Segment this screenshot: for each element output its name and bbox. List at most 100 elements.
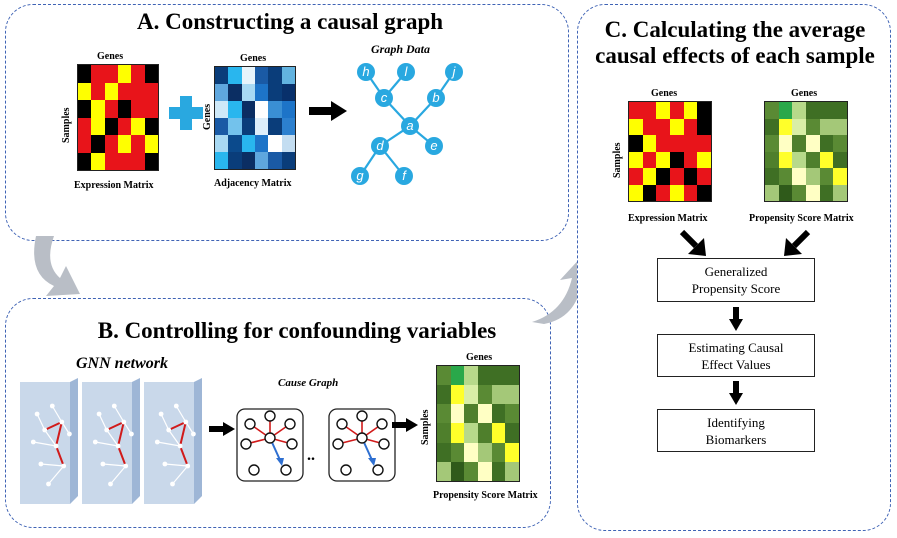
matrix-cell xyxy=(491,366,506,386)
matrix-cell xyxy=(78,152,92,170)
matrix-cell xyxy=(241,152,255,169)
matrix-cell xyxy=(819,168,834,185)
matrix-cell xyxy=(697,184,711,201)
matrix-cell xyxy=(656,102,670,119)
matrix-cell xyxy=(78,65,92,83)
expression-matrix-c-samples-label: Samples xyxy=(612,142,623,178)
matrix-cell xyxy=(144,117,158,135)
panel-c-title-line1: C. Calculating the average xyxy=(604,17,866,42)
panel-c-title-line2: causal effects of each sample xyxy=(595,43,875,68)
matrix-cell xyxy=(819,135,834,152)
matrix-cell xyxy=(117,117,132,135)
matrix-cell xyxy=(478,423,492,443)
matrix-cell xyxy=(464,442,478,462)
matrix-cell xyxy=(629,118,643,135)
expression-matrix-a-samples-label: Samples xyxy=(61,107,72,143)
matrix-cell xyxy=(806,102,820,119)
expression-matrix-a-genes-label: Genes xyxy=(97,51,124,62)
propensity-matrix-b-genes-label: Genes xyxy=(466,352,493,363)
graph-node: f xyxy=(395,167,413,185)
matrix-cell xyxy=(683,151,698,168)
graph-node: g xyxy=(351,167,369,185)
matrix-cell xyxy=(792,184,806,201)
propensity-matrix-c-caption: Propensity Score Matrix xyxy=(749,213,854,224)
matrix-cell xyxy=(505,423,519,443)
propensity-matrix-b xyxy=(436,365,520,482)
matrix-cell xyxy=(254,135,269,152)
matrix-cell xyxy=(281,135,295,152)
matrix-cell xyxy=(254,118,269,135)
matrix-cell xyxy=(670,135,684,152)
matrix-cell xyxy=(131,152,145,170)
matrix-cell xyxy=(228,67,242,84)
expression-matrix-c xyxy=(628,101,712,202)
matrix-cell xyxy=(144,65,158,83)
matrix-cell xyxy=(629,168,643,185)
adjacency-matrix-genes-label: Genes xyxy=(240,53,267,64)
matrix-cell xyxy=(833,118,847,135)
matrix-cell xyxy=(765,102,779,119)
matrix-cell xyxy=(117,82,132,100)
matrix-cell xyxy=(819,118,834,135)
cause-graphs xyxy=(236,408,396,482)
matrix-cell xyxy=(228,118,242,135)
matrix-cell xyxy=(833,135,847,152)
matrix-cell xyxy=(491,404,506,424)
matrix-cell xyxy=(437,385,451,405)
matrix-cell xyxy=(268,101,282,118)
matrix-cell xyxy=(464,385,478,405)
expression-matrix-c-caption: Expression Matrix xyxy=(628,213,708,224)
matrix-cell xyxy=(254,84,269,101)
matrix-cell xyxy=(656,151,670,168)
step-3-line1: Identifying xyxy=(707,414,765,430)
matrix-cell xyxy=(642,168,657,185)
adjacency-matrix-side-genes-label: Genes xyxy=(202,103,213,130)
matrix-cell xyxy=(505,385,519,405)
matrix-cell xyxy=(491,461,506,481)
matrix-cell xyxy=(806,151,820,168)
matrix-cell xyxy=(215,152,229,169)
matrix-cell xyxy=(464,366,478,386)
matrix-cell xyxy=(765,135,779,152)
matrix-cell xyxy=(104,65,118,83)
matrix-cell xyxy=(765,168,779,185)
matrix-cell xyxy=(806,168,820,185)
matrix-cell xyxy=(117,152,132,170)
matrix-cell xyxy=(478,385,492,405)
matrix-cell xyxy=(228,152,242,169)
matrix-cell xyxy=(765,184,779,201)
matrix-cell xyxy=(241,135,255,152)
matrix-cell xyxy=(144,135,158,153)
matrix-cell xyxy=(642,151,657,168)
matrix-cell xyxy=(144,152,158,170)
matrix-cell xyxy=(241,67,255,84)
matrix-cell xyxy=(215,101,229,118)
matrix-cell xyxy=(778,184,793,201)
flow-arrow-a-to-b xyxy=(34,236,80,296)
matrix-cell xyxy=(819,102,834,119)
matrix-cell xyxy=(464,423,478,443)
matrix-cell xyxy=(778,135,793,152)
matrix-cell xyxy=(228,101,242,118)
matrix-cell xyxy=(437,423,451,443)
arrow-right-icon xyxy=(209,422,235,436)
matrix-cell xyxy=(91,117,105,135)
matrix-cell xyxy=(683,102,698,119)
matrix-cell xyxy=(268,118,282,135)
matrix-cell xyxy=(437,404,451,424)
matrix-cell xyxy=(91,100,105,118)
matrix-cell xyxy=(437,442,451,462)
matrix-cell xyxy=(629,135,643,152)
matrix-cell xyxy=(833,102,847,119)
expression-matrix-a-caption: Expression Matrix xyxy=(74,180,154,191)
matrix-cell xyxy=(670,151,684,168)
propensity-matrix-c-genes-label: Genes xyxy=(791,88,818,99)
matrix-cell xyxy=(833,168,847,185)
expression-matrix-a xyxy=(77,64,159,171)
graph-node: a xyxy=(401,117,419,135)
matrix-cell xyxy=(656,168,670,185)
matrix-cell xyxy=(765,118,779,135)
matrix-cell xyxy=(104,152,118,170)
matrix-cell xyxy=(104,100,118,118)
